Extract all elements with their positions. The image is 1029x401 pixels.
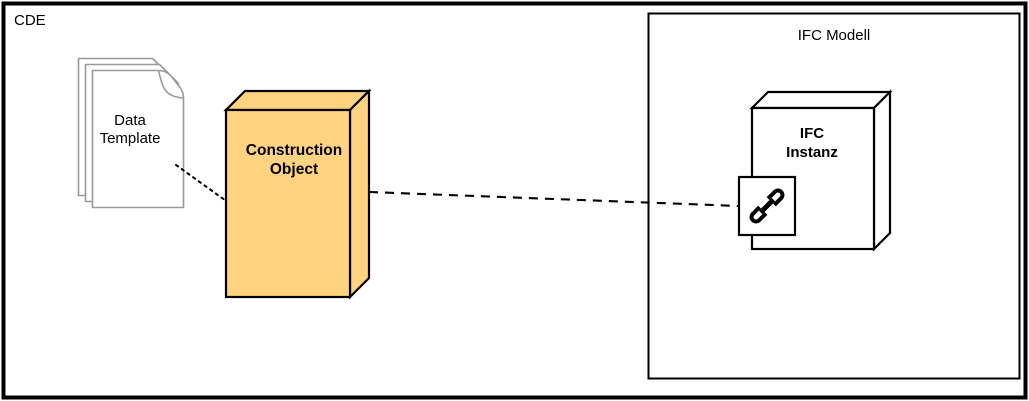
- cde-container-label: CDE: [14, 12, 46, 29]
- ifc-instanz-label-line1: IFC: [799, 125, 825, 142]
- ifc-modell-container-label: IFC Modell: [797, 27, 871, 44]
- edge-object-to-link: [368, 190, 740, 208]
- construction-object-top-face: [223, 89, 372, 112]
- ifc-instanz-label-line2: Instanz: [786, 144, 838, 161]
- construction-object-label-line1: Construction: [245, 142, 343, 159]
- data-template-label-line2: Template: [99, 130, 161, 147]
- ifc-instanz-top-face: [749, 90, 893, 110]
- link-icon: [749, 188, 785, 224]
- data-template-fold-corner: [157, 70, 184, 99]
- data-template-label-line1: Data: [114, 112, 146, 129]
- construction-object-front-face: [224, 108, 352, 299]
- construction-object-side-face: [348, 88, 371, 300]
- ifc-instanz-side-face: [872, 89, 892, 252]
- construction-object-label-line2: Object: [269, 161, 319, 178]
